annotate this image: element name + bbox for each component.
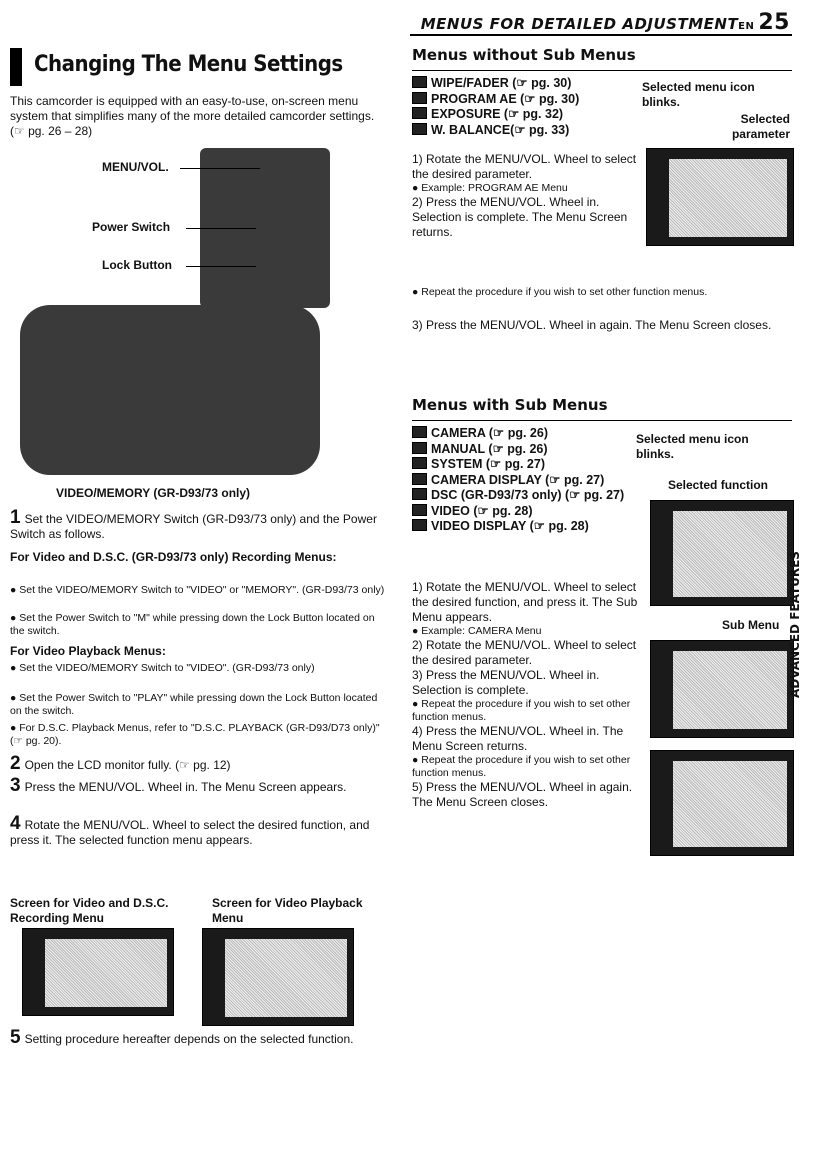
sub-repeat-note-2: ● Repeat the procedure if you wish to se… <box>412 754 631 779</box>
list-item: VIDEO (☞ pg. 28) <box>412 503 637 520</box>
sub-menus-heading: Menus with Sub Menus <box>412 396 608 414</box>
side-tab: ADVANCED FEATURES <box>784 551 812 700</box>
sub-step-4: 4) Press the MENU/VOL. Wheel in. The Men… <box>412 724 624 753</box>
list-item: WIPE/FADER (☞ pg. 30) <box>412 76 637 92</box>
selected-function-note: Selected function <box>668 478 769 492</box>
rec-bullet-2: ● Set the Power Switch to "M" while pres… <box>10 612 375 637</box>
menu-icon <box>412 472 427 485</box>
sub-menu-screen-1 <box>650 640 794 738</box>
sub-step-1: 1) Rotate the MENU/VOL. Wheel to select … <box>412 580 638 624</box>
power-switch-label: Power Switch <box>92 220 171 234</box>
menu-icon <box>412 441 427 454</box>
video-memory-label: VIDEO/MEMORY (GR-D93/73 only) <box>56 486 251 500</box>
no-sub-step-2: 2) Press the MENU/VOL. Wheel in. Selecti… <box>412 195 628 239</box>
menu-icon <box>412 488 427 500</box>
header-rule <box>410 34 792 36</box>
list-item: CAMERA DISPLAY (☞ pg. 27) <box>412 472 637 489</box>
no-sub-repeat-note: ● Repeat the procedure if you wish to se… <box>412 286 708 298</box>
no-sub-step-1: 1) Rotate the MENU/VOL. Wheel to select … <box>412 152 637 181</box>
program-ae-screen <box>646 148 794 246</box>
divider <box>412 70 792 71</box>
list-item: DSC (GR-D93/73 only) (☞ pg. 27) <box>412 488 637 504</box>
section-heading: Changing The Menu Settings <box>34 52 343 77</box>
recording-menu-screen <box>22 928 174 1016</box>
camera-menu-screen <box>650 500 794 606</box>
sub-repeat-note-1: ● Repeat the procedure if you wish to se… <box>412 698 631 723</box>
callout-line <box>180 168 260 169</box>
list-item: EXPOSURE (☞ pg. 32) <box>412 107 637 123</box>
menu-icon <box>412 91 427 104</box>
play-bullet-3: ● For D.S.C. Playback Menus, refer to "D… <box>10 722 380 747</box>
page-number: 25 <box>758 10 790 35</box>
list-item: PROGRAM AE (☞ pg. 30) <box>412 91 637 108</box>
lock-button-label: Lock Button <box>102 258 172 272</box>
no-sub-menu-list: WIPE/FADER (☞ pg. 30) PROGRAM AE (☞ pg. … <box>412 76 637 138</box>
menu-icon <box>412 519 427 531</box>
menu-icon <box>412 76 427 88</box>
callout-line <box>186 266 256 267</box>
sub-menu-list: CAMERA (☞ pg. 26) MANUAL (☞ pg. 26) SYST… <box>412 426 637 535</box>
menu-icon <box>412 426 427 438</box>
screen-play-caption: Screen for Video Playback Menu <box>212 896 363 925</box>
rec-menus-heading: For Video and D.S.C. (GR-D93/73 only) Re… <box>10 550 337 564</box>
header-title: MENUS FOR DETAILED ADJUSTMENT <box>420 15 739 33</box>
sub-step-3: 3) Press the MENU/VOL. Wheel in. Selecti… <box>412 668 600 697</box>
sub-step-2: 2) Rotate the MENU/VOL. Wheel to select … <box>412 638 637 667</box>
play-menus-heading: For Video Playback Menus: <box>10 644 166 658</box>
sub-menu-note: Sub Menu <box>722 618 780 632</box>
camcorder-lcd-illustration <box>20 305 320 475</box>
side-tab-label: ADVANCED FEATURES <box>788 551 802 698</box>
playback-menu-screen <box>202 928 354 1026</box>
list-item: CAMERA (☞ pg. 26) <box>412 426 637 442</box>
header-lang: EN <box>738 21 755 32</box>
list-item: MANUAL (☞ pg. 26) <box>412 441 637 458</box>
section-marker <box>10 48 22 86</box>
rec-bullet-1: ● Set the VIDEO/MEMORY Switch to "VIDEO"… <box>10 584 385 596</box>
list-item: VIDEO DISPLAY (☞ pg. 28) <box>412 519 637 535</box>
menu-vol-label: MENU/VOL. <box>102 160 169 174</box>
sub-menu-screen-2 <box>650 750 794 856</box>
sub-example: ● Example: CAMERA Menu <box>412 625 542 637</box>
menu-icon <box>412 122 427 135</box>
selected-icon-note-2: Selected menu icon blinks. <box>636 432 749 461</box>
intro-text: This camcorder is equipped with an easy-… <box>10 94 375 138</box>
selected-icon-note: Selected menu icon blinks. <box>642 80 755 109</box>
no-sub-menus-heading: Menus without Sub Menus <box>412 46 636 64</box>
sub-step-5: 5) Press the MENU/VOL. Wheel in again. T… <box>412 780 633 809</box>
play-bullet-2: ● Set the Power Switch to "PLAY" while p… <box>10 692 378 717</box>
play-bullet-1: ● Set the VIDEO/MEMORY Switch to "VIDEO"… <box>10 662 315 674</box>
callout-line <box>186 228 256 229</box>
list-item: SYSTEM (☞ pg. 27) <box>412 457 637 473</box>
divider <box>412 420 792 421</box>
no-sub-step-3: 3) Press the MENU/VOL. Wheel in again. T… <box>412 318 772 332</box>
menu-icon <box>412 503 427 516</box>
menu-icon <box>412 107 427 119</box>
no-sub-example: ● Example: PROGRAM AE Menu <box>412 182 568 194</box>
screen-rec-caption: Screen for Video and D.S.C. Recording Me… <box>10 896 169 925</box>
selected-parameter-note: Selected parameter <box>731 112 790 141</box>
menu-icon <box>412 457 427 469</box>
list-item: W. BALANCE(☞ pg. 33) <box>412 122 637 139</box>
